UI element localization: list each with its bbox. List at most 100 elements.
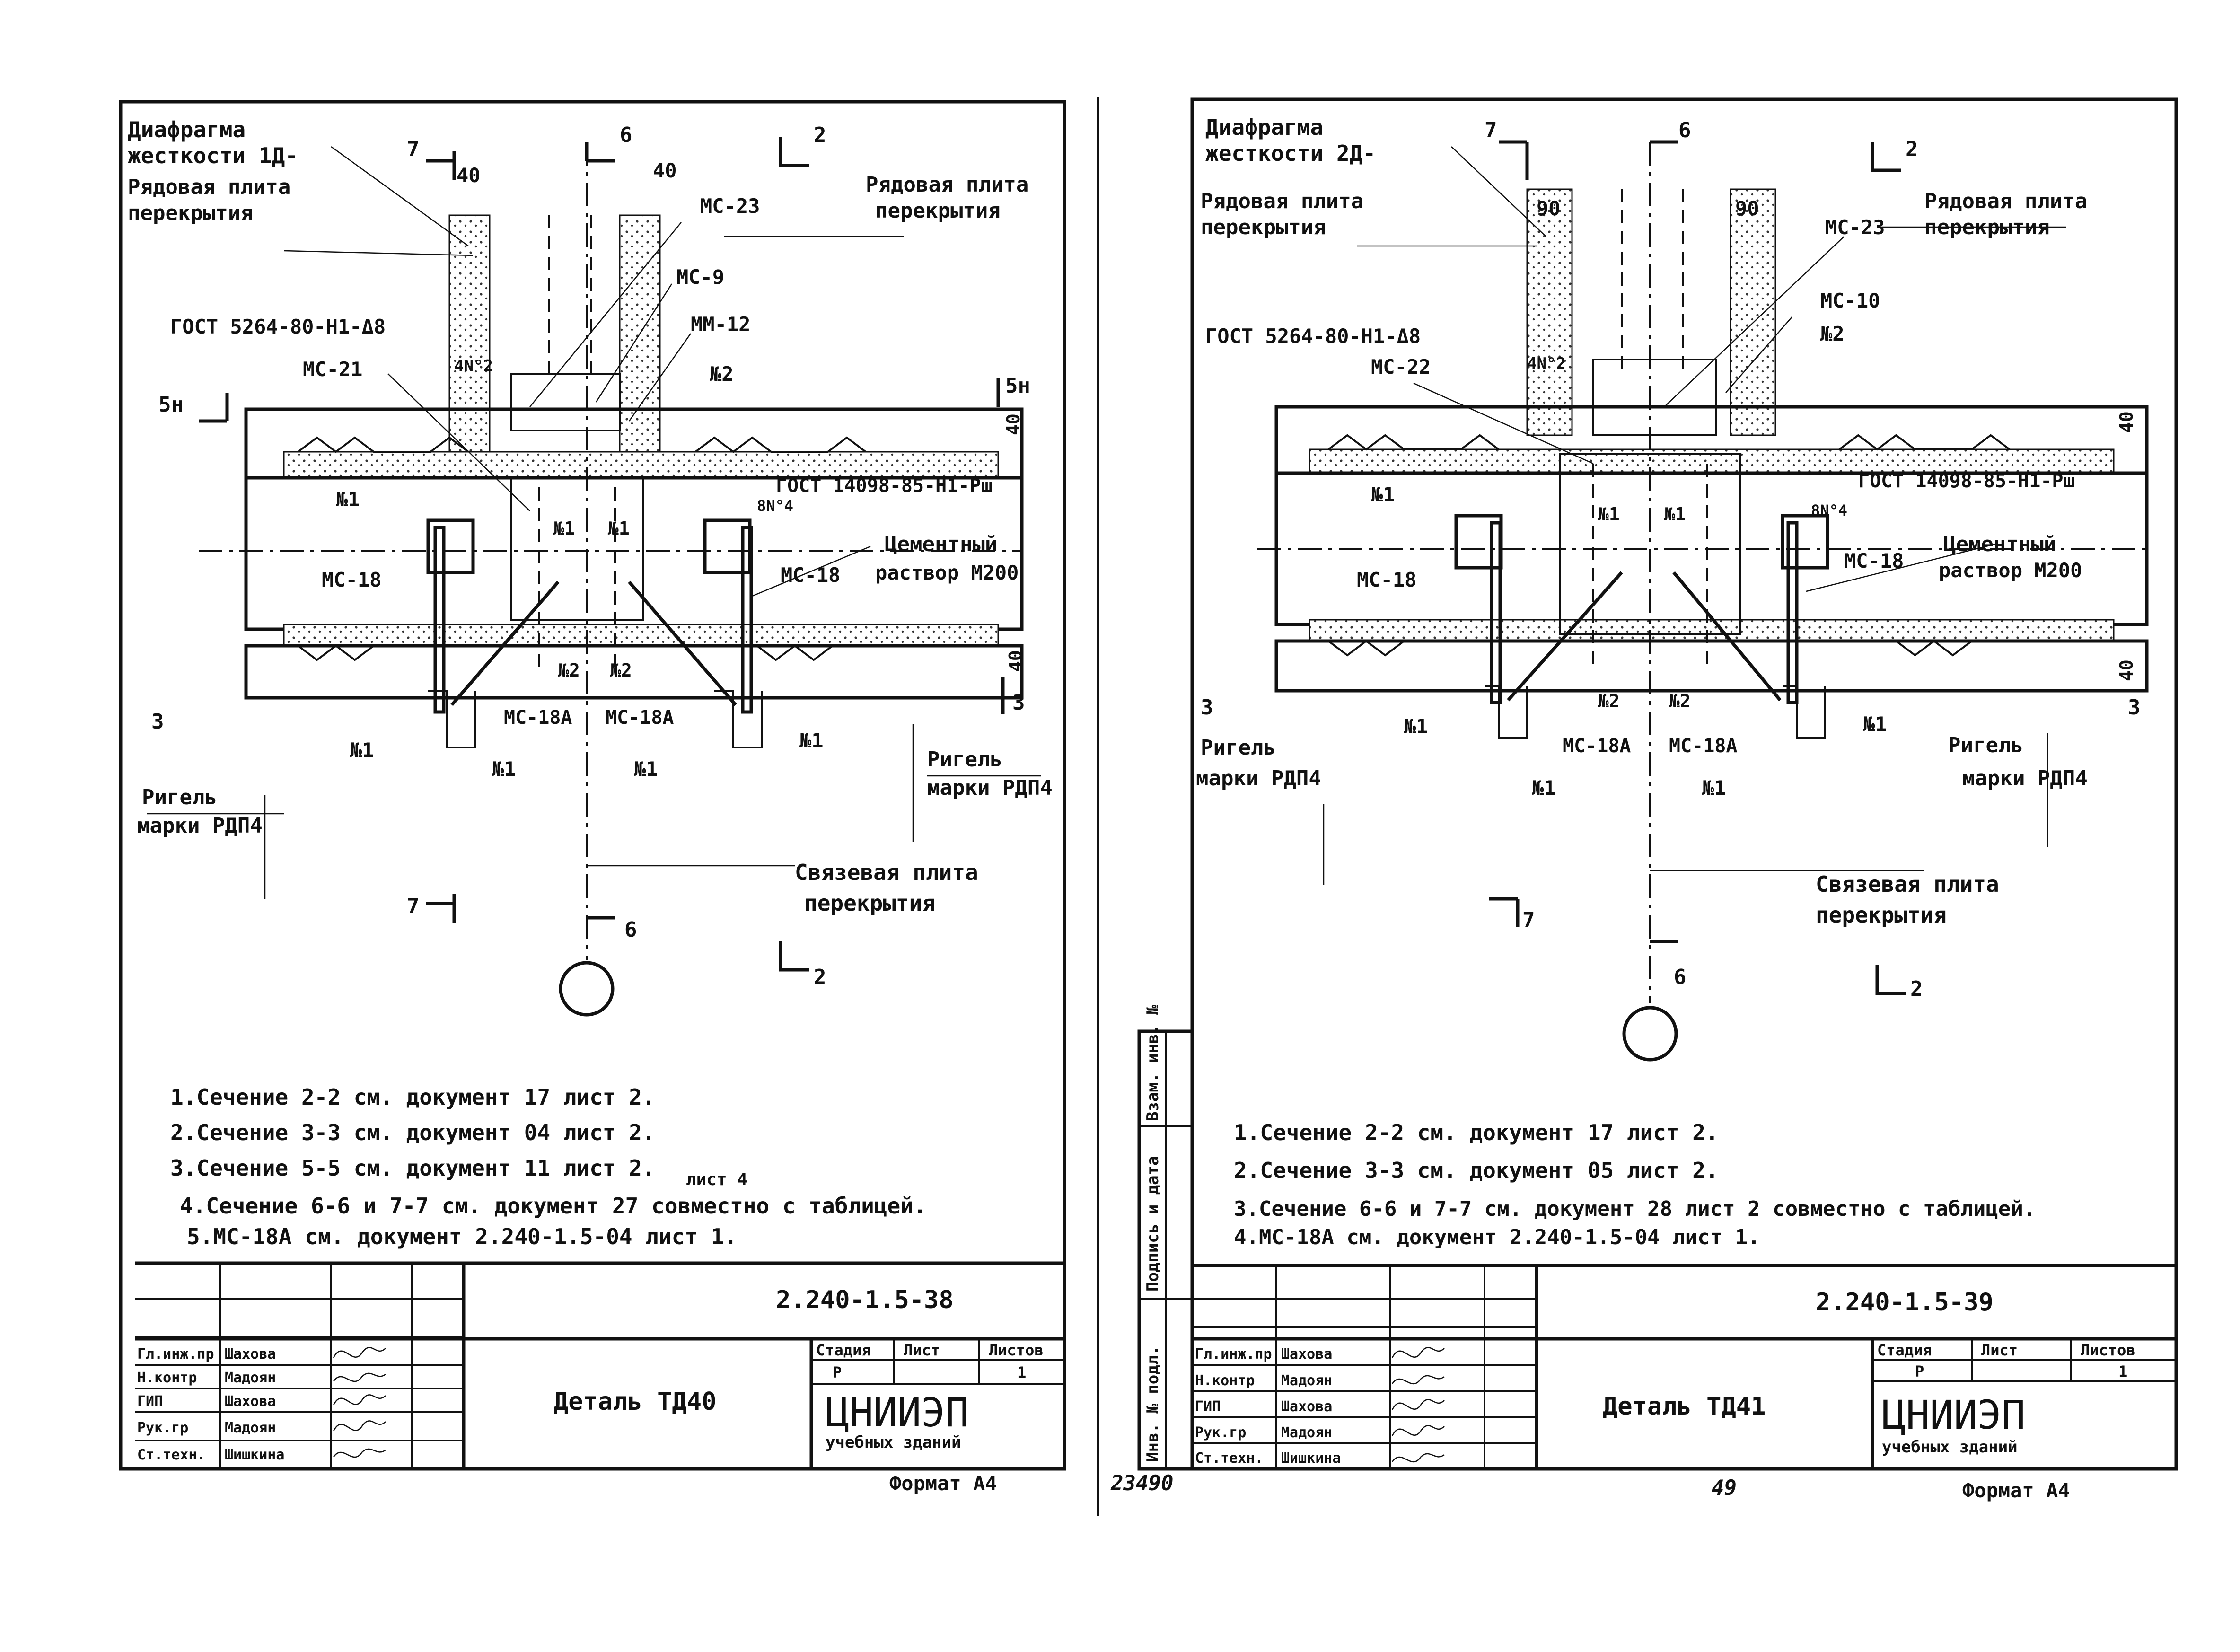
signature-2 xyxy=(333,1372,386,1382)
signer-role-4: Рук.гр xyxy=(137,1420,188,1436)
sec-6-top: 6 xyxy=(620,123,632,147)
label-no1d: №1 xyxy=(1404,715,1428,738)
detail-drawing-td40: Диафрагма жесткости 1Д- 40 40 7 6 2 5н 5… xyxy=(119,100,1066,1495)
stage-head-1: Стадия xyxy=(1877,1341,1932,1359)
central-node xyxy=(510,477,644,621)
signer-name-3: Шахова xyxy=(225,1393,276,1410)
signer-name-4: Мадоян xyxy=(1281,1424,1332,1441)
signature-1 xyxy=(1391,1347,1445,1358)
label-cement-1: Цементный xyxy=(885,532,997,556)
stamp-sign-date: Подпись и дата xyxy=(1143,1156,1162,1292)
signer-name-1: Шахова xyxy=(1281,1346,1332,1362)
label-weld2: 8N°4 xyxy=(1811,501,1847,519)
note-5: 5.МС-18А см. документ 2.240-1.5-04 лист … xyxy=(187,1224,737,1249)
label-row-slab-right-1: Рядовая плита xyxy=(1924,189,2087,213)
signer-name-3: Шахова xyxy=(1281,1398,1332,1415)
label-gost2: ГОСТ 14098-85-Н1-Рш xyxy=(1858,470,2075,492)
sheet-frame xyxy=(1190,97,2178,1471)
label-diaphragm-2: жесткости 1Д- xyxy=(128,143,298,168)
label-diaphragm-2: жесткости 2Д- xyxy=(1205,141,1376,166)
signature-5 xyxy=(1391,1453,1445,1463)
label-gost2: ГОСТ 14098-85-Н1-Рш xyxy=(776,475,993,497)
label-tie-slab-1: Связевая плита xyxy=(1816,871,1999,897)
signature-5 xyxy=(333,1448,386,1458)
section-mark-2-bottom xyxy=(779,941,809,972)
dim-right: 90 xyxy=(1735,197,1759,220)
label-no1f: №1 xyxy=(1702,776,1726,800)
sec-2-top: 2 xyxy=(814,123,826,147)
section-mark-7-bottom xyxy=(426,894,456,923)
label-rigel-left-1: Ригель xyxy=(1201,736,1276,760)
sec-3-right: 3 xyxy=(1012,691,1025,715)
label-rigel-right-2: марки РДП4 xyxy=(1962,766,2088,791)
embedded-plate-left xyxy=(426,518,475,574)
sec-5-left: 5н xyxy=(158,393,184,417)
sec-2-bottom: 2 xyxy=(814,965,826,989)
signature-1 xyxy=(333,1347,386,1358)
label-rigel-right-2: марки РДП4 xyxy=(927,776,1053,800)
label-no1c: №1 xyxy=(607,518,630,539)
note-4: 4.МС-18А см. документ 2.240-1.5-04 лист … xyxy=(1234,1225,1760,1249)
label-tie-slab-1: Связевая плита xyxy=(795,860,978,885)
sec-3-left: 3 xyxy=(1201,695,1213,720)
inventory-number: 23490 xyxy=(1110,1471,1173,1495)
signer-name-2: Мадоян xyxy=(225,1370,276,1386)
label-ms18-right: МС-18 xyxy=(781,563,840,587)
dim-40-top: 40 xyxy=(2116,411,2137,433)
org-name: ЦНИИЭП xyxy=(1882,1392,2025,1438)
label-no2-top: №2 xyxy=(1820,322,1845,345)
tie-slab-band xyxy=(1274,639,2149,693)
sec-2-bottom: 2 xyxy=(1910,977,1923,1001)
note-4-insert: лист 4 xyxy=(686,1170,747,1189)
stamp-inv-no: Инв. № подл. xyxy=(1143,1345,1162,1462)
label-no2c: №2 xyxy=(1669,691,1691,712)
doc-code: 2.240-1.5-38 xyxy=(776,1286,954,1314)
signer-role-3: ГИП xyxy=(1195,1398,1221,1415)
label-no2c: №2 xyxy=(610,660,632,681)
signer-name-4: Мадоян xyxy=(225,1420,276,1436)
label-ms9: МС-9 xyxy=(676,265,724,289)
signature-4 xyxy=(333,1420,386,1432)
drawing-title: Деталь ТД40 xyxy=(553,1388,716,1416)
stage-val-3: 1 xyxy=(2118,1362,2127,1380)
label-cement-2: раствор М200 xyxy=(875,561,1019,584)
section-mark-2-top xyxy=(779,137,809,167)
sec-3-left: 3 xyxy=(151,710,164,734)
signature-3 xyxy=(333,1394,386,1406)
label-tie-slab-2: перекрытия xyxy=(1816,902,1947,928)
signer-name-5: Шишкина xyxy=(225,1447,284,1463)
label-ms21: МС-21 xyxy=(303,358,362,381)
signer-role-5: Ст.техн. xyxy=(1195,1450,1264,1467)
label-ms18a-right: МС-18А xyxy=(606,707,674,729)
label-row-slab-right-2: перекрытия xyxy=(875,199,1001,223)
sec-7-bottom: 7 xyxy=(407,894,420,918)
label-no2a: №2 xyxy=(709,362,734,386)
mortar-joint-bottom xyxy=(1309,619,2115,642)
label-no1f: №1 xyxy=(633,757,658,781)
label-no1b: №1 xyxy=(553,518,575,539)
page-number: 49 xyxy=(1712,1476,1737,1500)
section-mark-7-top xyxy=(1499,140,1529,180)
dim-left: 90 xyxy=(1537,197,1561,220)
page-divider xyxy=(1097,97,1099,1516)
stage-val-3: 1 xyxy=(1017,1363,1026,1381)
label-no1b: №1 xyxy=(1598,504,1620,525)
dim-40-bottom: 40 xyxy=(1005,650,1026,672)
sheet-frame xyxy=(119,100,1066,1471)
label-row-slab-left-2: перекрытия xyxy=(128,201,253,225)
signer-role-5: Ст.техн. xyxy=(137,1447,206,1463)
label-row-slab-left-1: Рядовая плита xyxy=(1201,189,1363,213)
org-sub: учебных зданий xyxy=(1882,1438,2018,1457)
diaphragm-wall-right xyxy=(1730,188,1776,436)
signer-role-3: ГИП xyxy=(137,1393,163,1410)
signer-name-1: Шахова xyxy=(225,1346,276,1362)
stamp-replace-inv: Взам. инв. № xyxy=(1143,1005,1162,1121)
axis-marker-circle xyxy=(559,961,615,1017)
signature-3 xyxy=(1391,1399,1445,1410)
stage-val-1: Р xyxy=(1915,1362,1924,1380)
label-no2b: №2 xyxy=(1598,691,1620,712)
label-no1c: №1 xyxy=(1664,504,1686,525)
label-ms22: МС-22 xyxy=(1371,355,1431,378)
label-no1g: №1 xyxy=(1862,712,1887,736)
label-no2b: №2 xyxy=(558,660,580,681)
